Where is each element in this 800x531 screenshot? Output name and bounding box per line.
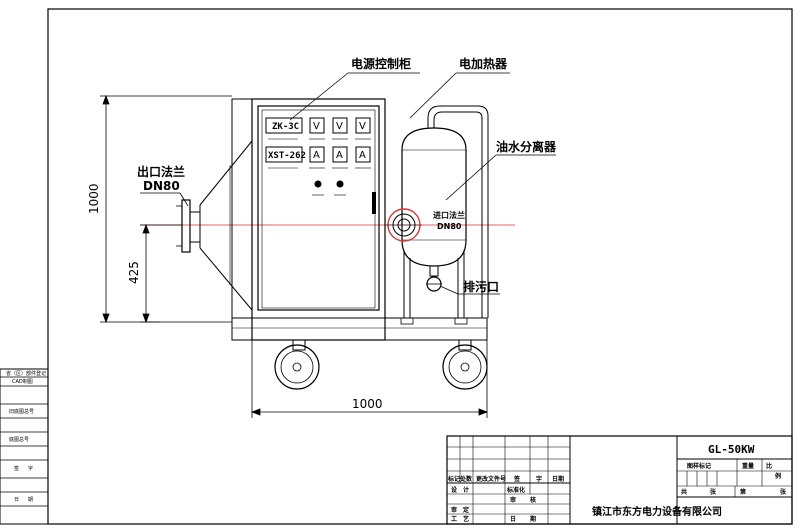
tb-scale: 比	[766, 462, 772, 470]
tb-sheets-total: 共	[681, 488, 687, 496]
title-model: GL-50KW	[708, 443, 755, 456]
ammeter-3: A	[355, 146, 371, 163]
tb-sheet-no: 第	[739, 488, 746, 496]
ammeter-2-symbol: A	[336, 150, 343, 161]
wheel-left	[274, 339, 320, 390]
label-outlet-flange: 出口法兰	[137, 164, 185, 179]
heater-cone	[176, 140, 253, 311]
side-label-7: 日	[14, 497, 19, 503]
voltmeter-2: V	[332, 117, 348, 134]
ammeter-2: A	[332, 146, 348, 163]
device-captions	[268, 138, 371, 169]
tb-day: 日	[510, 516, 516, 523]
tb-std: 标准化	[506, 486, 525, 494]
panel-tag-2-text: XST-262	[268, 151, 306, 161]
tb-approve2: 定	[462, 506, 469, 514]
side-label-3: 旧底图总号	[9, 408, 34, 415]
tb-sheet-word: 张	[780, 488, 787, 496]
panel-tag-2	[265, 146, 303, 163]
oil-water-separator	[400, 105, 489, 325]
voltmeter-3-symbol: V	[359, 121, 366, 132]
tb-period: 期	[529, 515, 536, 523]
leader-lines	[140, 72, 556, 295]
side-label-1: 省（区）部件登记	[6, 370, 46, 377]
label-inlet-flange: 进口法兰	[433, 210, 465, 220]
ammeter-3-symbol: A	[359, 150, 366, 161]
tb-sheets-word: 张	[710, 488, 717, 496]
dimension-height-outlet	[140, 223, 182, 324]
voltmeter-3: V	[355, 117, 371, 134]
tb-calc: 计	[463, 486, 469, 494]
tb-check2: 核	[530, 496, 536, 504]
panel-tag-1	[265, 117, 303, 134]
control-cabinet	[257, 105, 380, 311]
dim-width-text: 1000	[352, 397, 383, 411]
drawing-frame	[47, 8, 793, 525]
tb-doc: 更改文件号	[476, 475, 506, 483]
voltmeter-1-symbol: V	[313, 121, 320, 132]
side-label-8: 期	[28, 497, 33, 503]
ammeter-1-symbol: A	[313, 150, 320, 161]
label-inlet-dn: DN80	[437, 222, 462, 231]
panel-tag-1-text: ZK-3C	[272, 122, 299, 132]
trolley-frame	[231, 98, 488, 341]
label-separator: 油水分离器	[496, 139, 557, 154]
title-company: 镇江市东方电力设备有限公司	[592, 505, 722, 518]
tb-craft: 工	[451, 516, 457, 523]
ammeter-1: A	[309, 146, 325, 163]
dim-height-total-text: 1000	[87, 183, 101, 214]
side-label-4: 底图总号	[9, 436, 29, 443]
tb-weight: 重量	[742, 462, 754, 470]
drain-outlet	[426, 265, 442, 292]
voltmeter-2-symbol: V	[336, 121, 343, 132]
tb-scale2: 例	[775, 472, 781, 480]
tb-mark: 标记处数	[447, 475, 473, 483]
label-control-cabinet: 电源控制柜	[351, 56, 411, 71]
side-label-5: 签	[14, 465, 19, 472]
tb-stage: 图样标记	[687, 462, 711, 470]
dim-height-outlet-text: 425	[127, 261, 141, 284]
label-heater: 电加热器	[459, 56, 508, 71]
tb-craft2: 艺	[463, 515, 469, 523]
title-block	[446, 435, 793, 525]
wheel-right	[442, 339, 488, 390]
dimension-width	[250, 340, 489, 418]
side-label-6: 字	[28, 465, 33, 472]
tb-date: 日期	[552, 475, 564, 483]
dimension-height-total	[100, 94, 232, 324]
label-outlet-dn: DN80	[143, 179, 180, 193]
side-column: 省（区）部件登记 CAD制图 旧底图总号 底图总号 签 字 日 期	[0, 368, 49, 525]
tb-check: 审	[510, 496, 516, 504]
tb-char: 字	[536, 475, 542, 483]
side-label-2: CAD制图	[12, 378, 33, 385]
tb-approve: 审	[451, 506, 457, 514]
voltmeter-1: V	[309, 117, 325, 134]
tb-design: 设	[451, 486, 457, 494]
tb-sign: 签	[513, 475, 521, 483]
label-drain: 排污口	[463, 279, 499, 294]
inlet-flange	[386, 208, 422, 242]
indicator-lamp-2	[334, 180, 346, 196]
indicator-lamp-1	[312, 180, 324, 196]
